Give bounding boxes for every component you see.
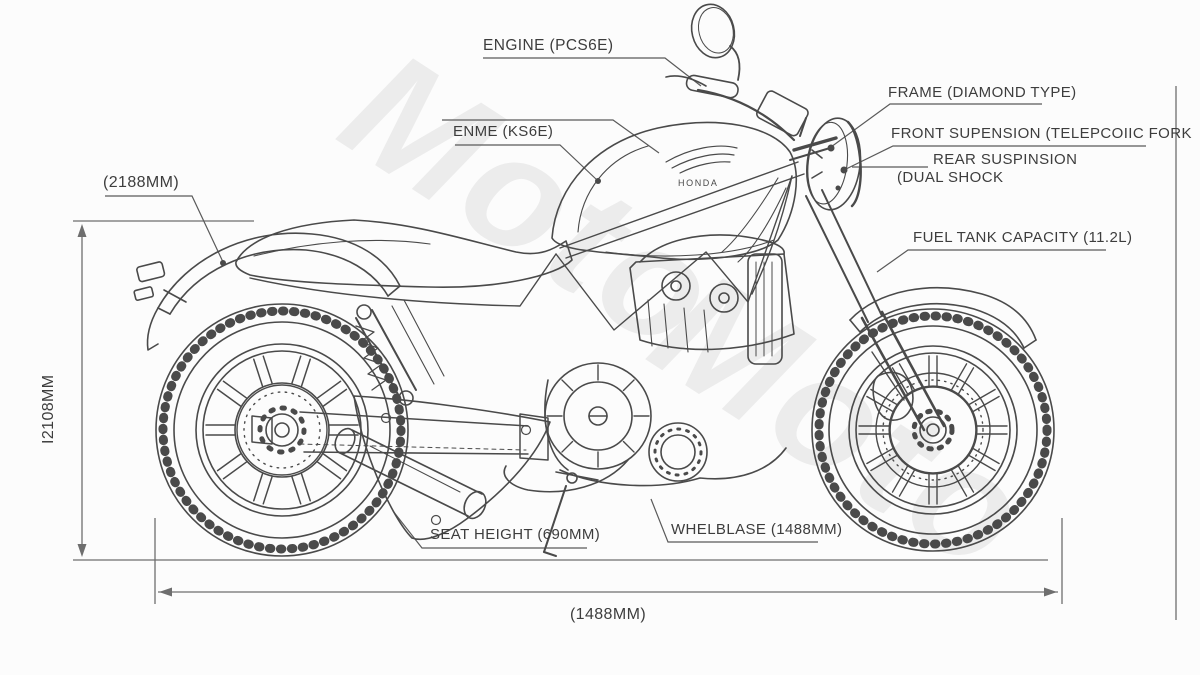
taillight: [133, 261, 166, 301]
drive-chain: [299, 443, 527, 451]
front-fender: [849, 286, 1037, 349]
honda-wing-logo: HONDA: [665, 145, 738, 188]
label-rear-suspension-line1: REAR SUSPINSION: [933, 151, 1078, 168]
cylinder-head: [629, 253, 795, 351]
front-fork: [789, 117, 946, 432]
label-wheelbase: WHELBLASE (1488MM): [671, 521, 843, 538]
leader-fuel-tank: [876, 249, 1106, 273]
dim-overall-height: I2108MM: [40, 374, 57, 445]
fuel-tank: [551, 121, 797, 261]
leader-overall-length: [105, 195, 224, 263]
leader-engine-top: [483, 57, 702, 87]
label-seat-height: SEAT HEIGHT (690MM): [430, 526, 601, 543]
label-engine-tank: ENME (KS6E): [453, 123, 554, 140]
front-wheel: [811, 308, 1055, 552]
footpeg-kickstand: [543, 471, 599, 557]
motorcycle: HONDA: [133, 3, 1055, 557]
mirror-stalk: [729, 45, 741, 81]
dimension-arrows: [77, 224, 1057, 597]
rear-shock: [355, 299, 445, 406]
exhaust-muffler: [334, 427, 629, 520]
label-front-suspension: FRONT SUPENSION (TELEPCOIIC FORK: [891, 125, 1192, 142]
rear-fender: [146, 232, 401, 351]
label-frame: FRAME (DIAMOND TYPE): [888, 84, 1077, 101]
seat: [235, 219, 573, 289]
dim-wheelbase-bottom: (1488MM): [569, 606, 647, 623]
dimension-lines: [73, 86, 1177, 620]
dim-overall-length: (2188MM): [103, 174, 180, 191]
cables: [721, 177, 787, 263]
leader-engine-tank-lower: [455, 144, 598, 181]
mirror: [690, 3, 736, 59]
clutch-cover: [648, 422, 708, 482]
front-brake-disc: [875, 372, 991, 488]
label-rear-suspension-line2: (DUAL SHOCK: [897, 169, 1004, 186]
rear-brake-disc: [236, 384, 328, 476]
engine: [544, 234, 795, 487]
brake-lever: [665, 75, 707, 87]
leader-dots: [220, 144, 848, 266]
fender-stay: [871, 351, 905, 401]
headlight: [806, 117, 862, 211]
radiator: [747, 253, 783, 365]
leader-frame: [830, 103, 1042, 148]
leader-seat-height: [392, 510, 587, 549]
label-fuel-tank: FUEL TANK CAPACITY (11.2L): [913, 229, 1133, 246]
frame: [249, 161, 805, 331]
swingarm: [251, 411, 549, 461]
leader-engine-tank-upper: [442, 119, 660, 154]
exhaust-header: [503, 459, 629, 493]
label-engine-top: ENGINE (PCS6E): [483, 37, 614, 54]
instrument-pod: [756, 90, 809, 137]
tank-logo-text: HONDA: [678, 178, 719, 188]
leader-wheelbase: [650, 498, 818, 543]
handlebar: [665, 3, 809, 142]
brake-caliper: [872, 371, 914, 421]
